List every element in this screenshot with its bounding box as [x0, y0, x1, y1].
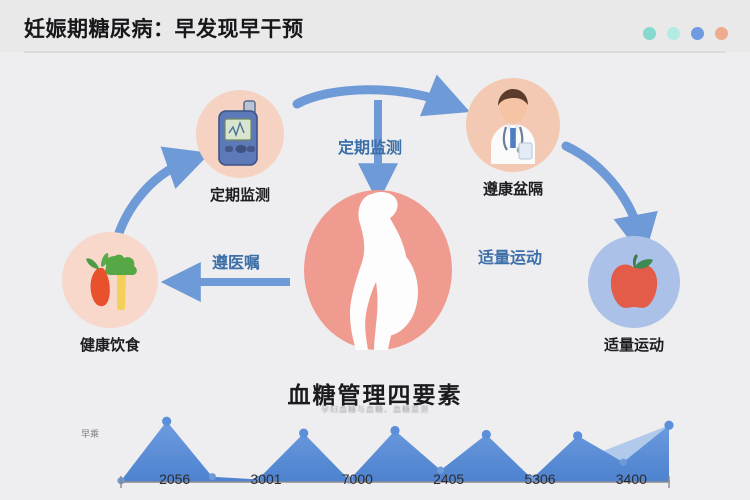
vegetables-icon	[86, 253, 137, 311]
node-doctor-label: 遵康盆隔	[482, 181, 543, 198]
header-divider	[24, 51, 726, 53]
node-diet[interactable]: 健康饮食	[62, 232, 158, 355]
chart-y-axis-label: 早乘	[80, 429, 99, 439]
chart-data-point[interactable]	[481, 429, 491, 440]
arrow-doctor-to-exercise	[561, 141, 658, 260]
chart-data-point[interactable]	[619, 458, 627, 466]
chart-data-point[interactable]	[299, 428, 309, 438]
chart-x-tick: 5306	[524, 471, 556, 487]
chart-data-point[interactable]	[208, 473, 216, 481]
chart-area-fill	[121, 421, 669, 482]
chart-data-point[interactable]	[664, 420, 674, 430]
node-monitoring[interactable]: 定期监测	[196, 90, 284, 205]
chart-x-tick: 3001	[250, 471, 282, 487]
pregnant-woman-silhouette-icon	[304, 190, 452, 350]
chart-data-point[interactable]	[528, 475, 536, 483]
glucose-meter-icon	[218, 100, 258, 166]
flow-label-right: 适量运动	[478, 250, 543, 267]
dot-teal-icon	[643, 27, 656, 40]
flow-label-top: 定期监测	[338, 140, 403, 157]
arrow-layer	[107, 74, 658, 302]
dot-peach-icon	[715, 27, 728, 40]
chart-panel: 血糖管理四要素 孕妇血糖与血糖、血糖监测 早乘 2056 3001 7000 2405…	[0, 364, 750, 500]
node-doctor[interactable]: 遵康盆隔	[466, 78, 560, 199]
chart-data-point[interactable]	[254, 475, 262, 483]
node-monitoring-label: 定期监测	[209, 187, 270, 204]
dot-blue-icon	[691, 27, 704, 40]
chart-x-tick: 2056	[159, 471, 191, 487]
page-title: 妊娠期糖尿病：早发现早干预	[24, 18, 304, 41]
blood-glucose-area-chart[interactable]	[0, 412, 750, 500]
doctor-icon	[491, 89, 535, 164]
node-monitoring-circle	[196, 90, 284, 178]
header-dot-group	[643, 27, 728, 40]
chart-x-tick: 2405	[433, 471, 465, 487]
node-exercise-circle	[588, 236, 680, 328]
apple-icon	[610, 254, 658, 308]
node-diet-circle	[62, 232, 158, 328]
chart-title: 血糖管理四要素	[287, 382, 463, 408]
chart-data-point[interactable]	[573, 431, 583, 441]
chart-data-point[interactable]	[390, 425, 400, 436]
center-illustration	[298, 190, 458, 355]
cycle-diagram: 定期监测 遵康盆隔	[0, 54, 750, 364]
chart-subtitle: 孕妇血糖与血糖、血糖监测	[321, 405, 429, 414]
header-bar: 妊娠期糖尿病：早发现早干预	[0, 0, 750, 53]
node-doctor-circle	[466, 78, 560, 172]
flow-label-left: 遵医嘱	[212, 255, 261, 272]
arrow-monitor-to-doctor	[292, 74, 471, 117]
chart-data-point[interactable]	[437, 466, 445, 474]
node-exercise-label: 适量运动	[603, 337, 664, 354]
node-diet-label: 健康饮食	[79, 337, 140, 354]
chart-data-point[interactable]	[162, 416, 172, 426]
chart-x-tick: 3400	[615, 471, 647, 487]
dot-mint-icon	[667, 27, 680, 40]
chart-x-tick: 7000	[341, 471, 373, 487]
chart-plot-area	[117, 416, 674, 485]
node-exercise[interactable]: 适量运动	[588, 236, 680, 355]
